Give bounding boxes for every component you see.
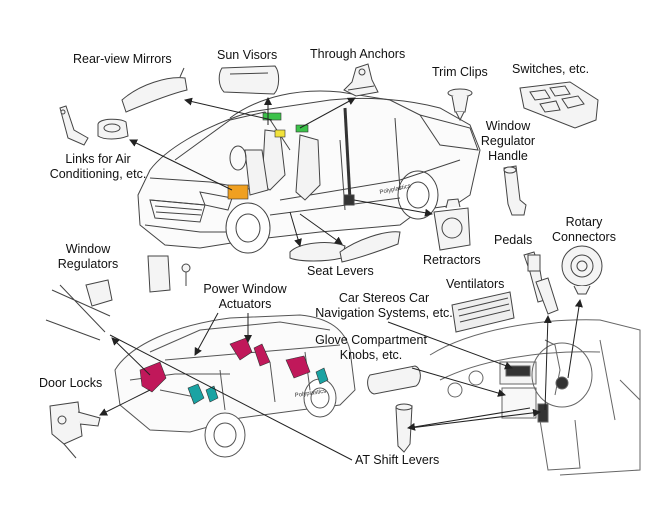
label-switches: Switches, etc. <box>512 62 590 76</box>
label-line: Conditioning, etc. <box>49 167 147 181</box>
pedals-icon <box>523 251 559 315</box>
label-seat-levers: Seat Levers <box>307 264 374 278</box>
label-rear-view-mirrors: Rear-view Mirrors <box>73 52 172 66</box>
trim-clip-icon <box>447 88 473 122</box>
retractor-icon <box>433 198 471 251</box>
label-ventilators: Ventilators <box>446 277 505 291</box>
label-line: Window <box>485 119 531 133</box>
label-power-window-actuators: Power Window Actuators <box>203 282 286 312</box>
aircon-link-icon <box>59 105 129 146</box>
label-line: Handle <box>488 149 528 163</box>
glove-compartment-knob-icon <box>367 365 421 395</box>
window-regulator-handle-icon <box>503 165 527 216</box>
label-line: Regulator <box>480 134 536 148</box>
ventilator-icon <box>451 291 515 333</box>
label-retractors: Retractors <box>423 253 481 267</box>
leader-arrows <box>99 97 583 461</box>
window-regulator-icon <box>45 255 191 341</box>
door-lock-icon <box>49 401 101 459</box>
mirror-highlight <box>274 129 286 138</box>
visor-highlight-2 <box>295 124 309 133</box>
rotary-connector-icon <box>561 245 603 295</box>
label-glove-compartment-knobs: Glove Compartment Knobs, etc. <box>315 333 427 363</box>
label-window-regulator-handle: Window Regulator Handle <box>481 119 535 164</box>
switches-icon <box>519 81 599 129</box>
label-line: Rotary <box>565 215 603 229</box>
label-line: Car Stereos Car <box>338 291 430 305</box>
label-line: Actuators <box>218 297 272 311</box>
label-line: Power Window <box>203 282 287 296</box>
dashboard-icon <box>429 319 641 476</box>
aircon-link-highlight <box>227 184 249 200</box>
label-line: Window <box>65 242 111 256</box>
label-line: Regulators <box>57 257 119 271</box>
at-shift-lever-icon <box>395 403 413 453</box>
label-links-air-conditioning: Links for Air Conditioning, etc. <box>50 152 147 182</box>
rear-view-mirror-icon <box>121 67 188 113</box>
label-door-locks: Door Locks <box>39 376 103 390</box>
label-line: Connectors <box>552 230 616 244</box>
label-through-anchors: Through Anchors <box>310 47 406 61</box>
seat-lever-icon <box>289 231 401 263</box>
label-line: Navigation Systems, etc. <box>315 306 453 320</box>
label-at-shift-levers: AT Shift Levers <box>355 453 440 467</box>
label-window-regulators: Window Regulators <box>58 242 118 272</box>
sun-visor-icon <box>218 65 280 95</box>
label-car-stereos: Car Stereos Car Navigation Systems, etc. <box>315 291 453 321</box>
label-line: Glove Compartment <box>315 333 427 347</box>
label-rotary-connectors: Rotary Connectors <box>552 215 616 245</box>
label-line: Knobs, etc. <box>339 348 403 362</box>
sedan-cutaway-icon: Polyplastics <box>137 90 481 254</box>
label-sun-visors: Sun Visors <box>217 48 278 62</box>
svg-text:Polyplastics: Polyplastics <box>294 389 326 399</box>
through-anchor-icon <box>343 63 379 97</box>
power-window-actuator-highlights <box>139 337 329 405</box>
label-trim-clips: Trim Clips <box>432 65 488 79</box>
label-line: Links for Air <box>65 152 131 166</box>
label-pedals: Pedals <box>494 233 533 247</box>
